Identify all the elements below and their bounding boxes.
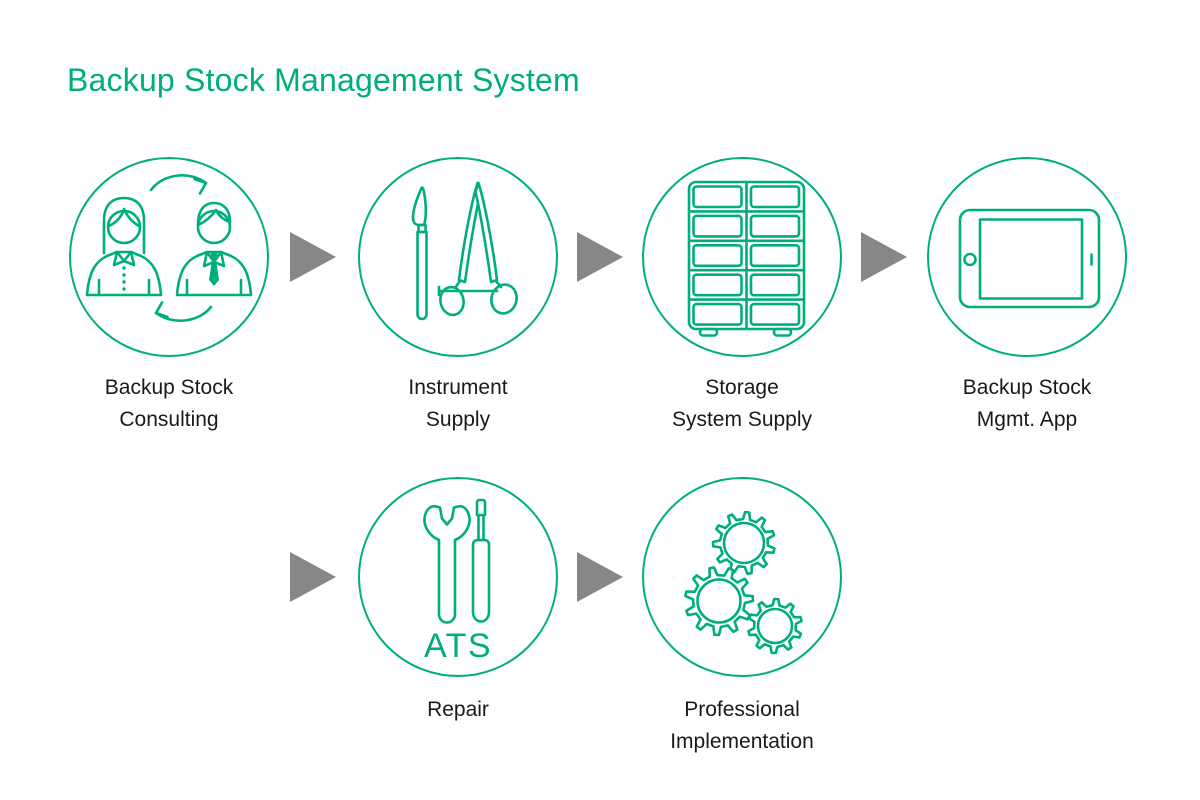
node-label: Backup Stock Mgmt. App (887, 372, 1167, 436)
flow-arrow (577, 552, 623, 602)
node-label: Storage System Supply (602, 372, 882, 436)
node-backup-stock-consulting (69, 157, 269, 357)
node-backup-stock-mgmt-app (927, 157, 1127, 357)
node-professional-implementation (642, 477, 842, 677)
flow-arrow (577, 232, 623, 282)
node-repair: ATS (358, 477, 558, 677)
page-title: Backup Stock Management System (67, 62, 580, 98)
flow-arrow (290, 232, 336, 282)
label-line: Professional (684, 698, 800, 721)
label-line: Repair (427, 698, 489, 721)
label-line: Instrument (408, 376, 508, 399)
flow-arrow (290, 552, 336, 602)
node-label: Instrument Supply (318, 372, 598, 436)
ats-caption: ATS (423, 627, 493, 665)
node-instrument-supply (358, 157, 558, 357)
tablet-icon (958, 208, 1101, 309)
people-exchange-icon (85, 174, 253, 323)
gears-icon (684, 510, 803, 655)
flow-arrow (861, 232, 907, 282)
label-line: Supply (425, 408, 491, 431)
label-line: Implementation (670, 730, 814, 753)
label-line: Backup Stock (104, 376, 234, 399)
label-line: Mgmt. App (976, 408, 1078, 431)
node-label: Professional Implementation (602, 694, 882, 758)
surgical-instruments-icon (411, 181, 518, 321)
node-label: Backup Stock Consulting (29, 372, 309, 436)
storage-cabinet-icon (687, 180, 806, 337)
label-line: Consulting (119, 408, 219, 431)
node-label: Repair (318, 694, 598, 726)
node-storage-system-supply (642, 157, 842, 357)
label-line: System Supply (671, 408, 813, 431)
wrench-screwdriver-icon (423, 498, 491, 624)
label-line: Backup Stock (962, 376, 1092, 399)
label-line: Storage (705, 376, 779, 399)
